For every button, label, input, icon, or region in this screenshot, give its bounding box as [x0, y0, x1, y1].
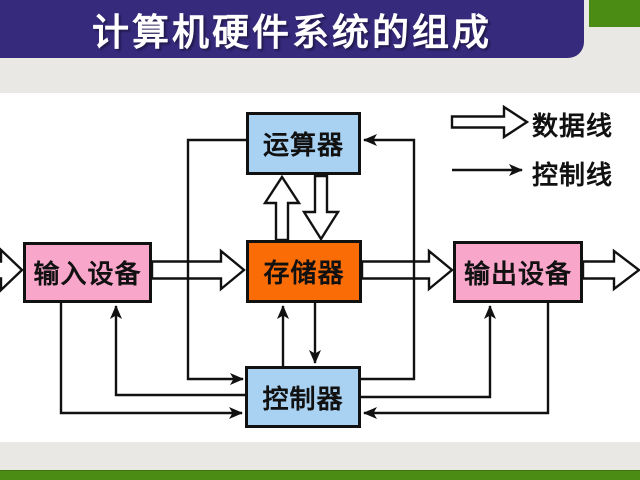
control-line-controller-to-input	[110, 305, 245, 397]
node-memory: 存储器	[246, 240, 362, 303]
node-output-device: 输出设备	[453, 241, 583, 303]
node-controller: 控制器	[245, 366, 361, 428]
data-arrow-memory-to-output	[360, 248, 454, 292]
data-arrow-external-to-input	[0, 247, 24, 293]
title-bar: 计算机硬件系统的组成	[0, 0, 584, 58]
corner-accent-block	[589, 0, 640, 27]
data-arrow-memory-to-alu	[262, 174, 302, 242]
data-arrow-alu-to-memory	[301, 174, 341, 242]
legend-data-line-icon	[450, 104, 530, 140]
node-input-device: 输入设备	[23, 242, 152, 303]
control-line-output-to-controller	[363, 303, 550, 419]
node-output-device-label: 输出设备	[463, 258, 572, 289]
control-line-controller-to-output	[361, 305, 496, 399]
node-alu-label: 运算器	[262, 130, 344, 160]
footer-accent-bar	[0, 470, 640, 480]
node-input-device-label: 输入设备	[33, 259, 142, 289]
data-arrow-input-to-memory	[150, 248, 246, 292]
node-controller-label: 控制器	[262, 383, 344, 414]
legend-data-line-label: 数据线	[532, 111, 614, 141]
control-line-input-to-controller	[59, 303, 243, 419]
control-line-controller-to-alu	[361, 134, 416, 381]
page-title: 计算机硬件系统的组成	[92, 12, 492, 53]
control-line-alu-to-controller	[186, 138, 246, 385]
node-memory-label: 存储器	[263, 258, 345, 288]
node-alu: 运算器	[246, 112, 361, 175]
legend-control-line-label: 控制线	[532, 160, 614, 190]
data-arrow-output-to-external	[581, 248, 640, 292]
